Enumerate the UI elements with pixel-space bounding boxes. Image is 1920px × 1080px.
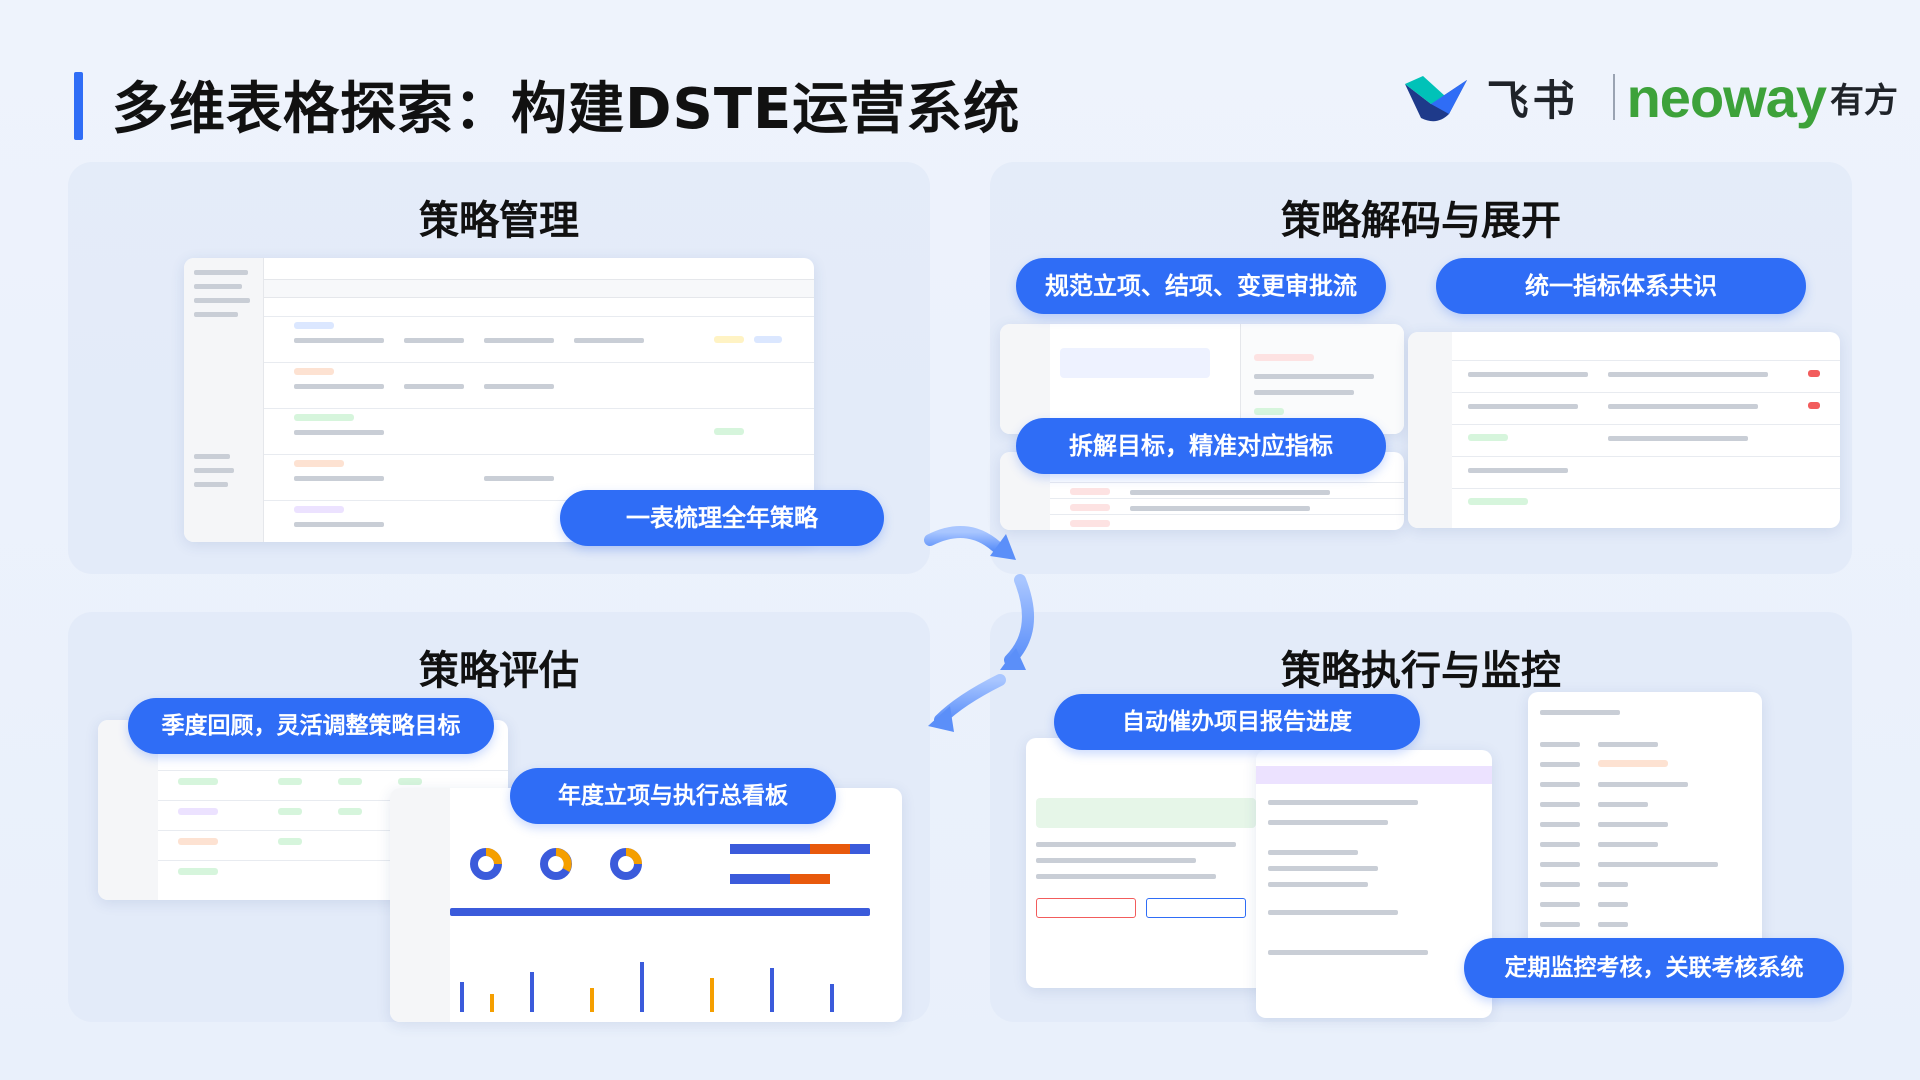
panel-strategy-evaluation: 策略评估 季度回顾，灵活调整策略目标 年度立项与 bbox=[68, 612, 930, 1022]
panel-title: 策略解码与展开 bbox=[1281, 198, 1561, 244]
brand-logos: 飞书 neoway 有方 bbox=[1401, 65, 1898, 129]
pill-annual-strategy: 一表梳理全年策略 bbox=[560, 490, 884, 546]
approval-flow-screenshot bbox=[1000, 324, 1404, 434]
brand-divider bbox=[1612, 74, 1615, 120]
donut-chart-icon bbox=[540, 848, 572, 880]
feishu-logo-text: 飞书 bbox=[1486, 75, 1579, 125]
donut-chart-icon bbox=[610, 848, 642, 880]
pill-indicator-consensus: 统一指标体系共识 bbox=[1436, 258, 1806, 314]
youfang-logo-text: 有方 bbox=[1830, 80, 1898, 121]
cycle-arrows-icon bbox=[924, 526, 1034, 732]
base-table-screenshot bbox=[184, 258, 814, 542]
page-title: 多维表格探索：构建DSTE运营系统 bbox=[112, 77, 1021, 142]
pill-auto-reminder: 自动催办项目报告进度 bbox=[1054, 694, 1420, 750]
panel-title: 策略执行与监控 bbox=[1281, 648, 1561, 694]
pill-approval-flow: 规范立项、结项、变更审批流 bbox=[1016, 258, 1386, 314]
pill-periodic-monitoring: 定期监控考核，关联考核系统 bbox=[1464, 938, 1844, 998]
feishu-logo-icon bbox=[1404, 76, 1467, 122]
panel-title: 策略评估 bbox=[419, 648, 579, 694]
indicator-system-screenshot bbox=[1408, 332, 1840, 528]
neoway-logo-text: neoway bbox=[1626, 65, 1827, 129]
title-accent-bar bbox=[74, 72, 83, 140]
panel-strategy-execution: 策略执行与监控 自动催办项目报告进度 定期监控考核，关联考核系统 bbox=[990, 612, 1852, 1022]
report-reminder-screenshot bbox=[1256, 750, 1492, 1018]
panel-strategy-decoding: 策略解码与展开 规范立项、结项、变更审批 bbox=[990, 162, 1852, 574]
panel-title: 策略管理 bbox=[419, 198, 579, 244]
donut-chart-icon bbox=[470, 848, 502, 880]
dashboard-screenshot bbox=[390, 788, 902, 1022]
panel-strategy-management: 策略管理 一表梳理全年策略 bbox=[68, 162, 930, 574]
pill-quarterly-review: 季度回顾，灵活调整策略目标 bbox=[128, 698, 494, 754]
pill-annual-dashboard: 年度立项与执行总看板 bbox=[510, 768, 836, 824]
pill-decompose-goals: 拆解目标，精准对应指标 bbox=[1016, 418, 1386, 474]
bot-message-screenshot bbox=[1026, 738, 1266, 988]
